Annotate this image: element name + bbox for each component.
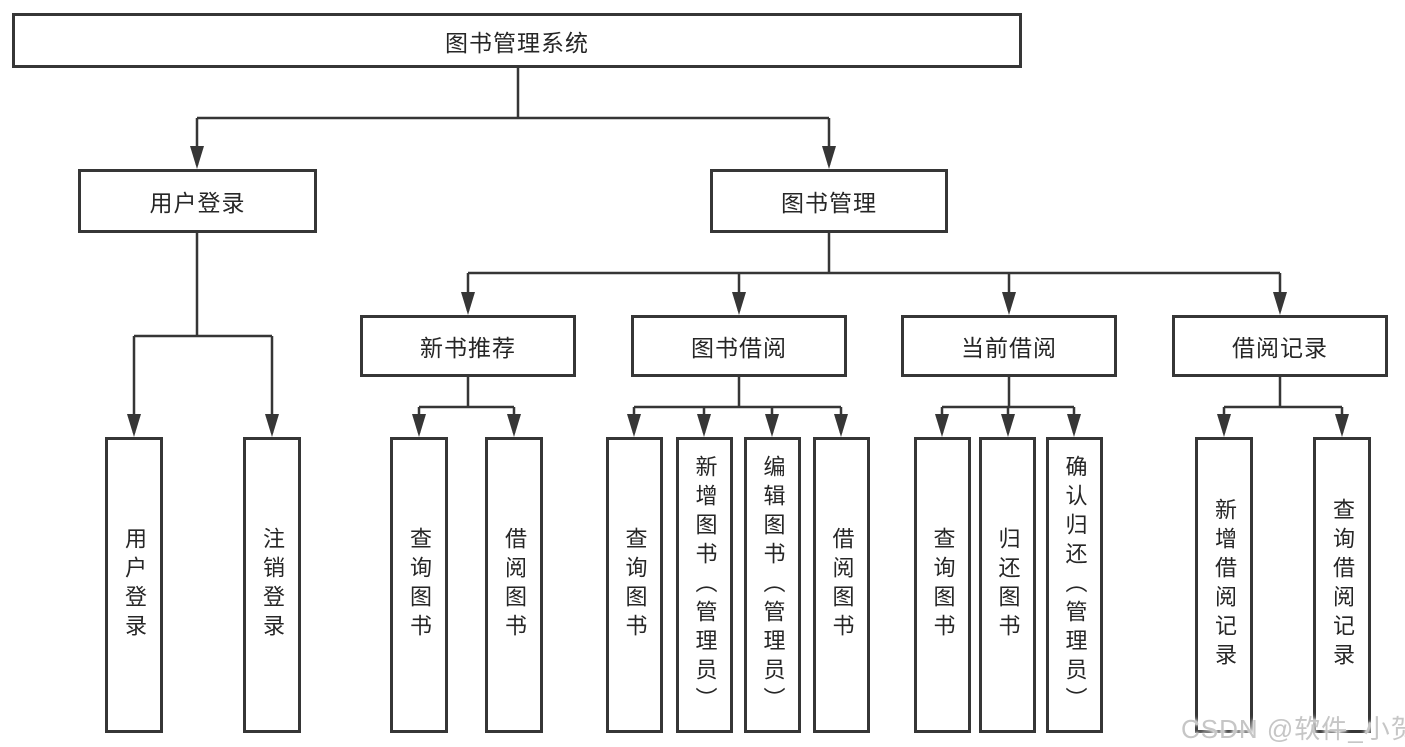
node-user-login: 用户登录 xyxy=(78,169,317,233)
node-current-borrow: 当前借阅 xyxy=(901,315,1117,377)
root-node-library-system: 图书管理系统 xyxy=(12,13,1022,68)
node-new-book-recommend: 新书推荐 xyxy=(360,315,576,377)
leaf-edit-book-admin: 编辑图书（管理员） xyxy=(744,437,801,733)
leaf-add-book-admin: 新增图书（管理员） xyxy=(676,437,733,733)
leaf-borrow-books: 借阅图书 xyxy=(813,437,870,733)
leaf-confirm-return-admin: 确认归还（管理员） xyxy=(1046,437,1103,733)
node-borrow-records: 借阅记录 xyxy=(1172,315,1388,377)
leaf-borrow-books-recommend: 借阅图书 xyxy=(485,437,543,733)
leaf-query-books-recommend: 查询图书 xyxy=(390,437,448,733)
csdn-watermark: CSDN @软件_小贺同学 xyxy=(1181,714,1405,744)
leaf-return-book: 归还图书 xyxy=(979,437,1036,733)
leaf-query-books-borrow: 查询图书 xyxy=(606,437,663,733)
node-book-management: 图书管理 xyxy=(710,169,948,233)
node-book-borrow: 图书借阅 xyxy=(631,315,847,377)
leaf-query-borrow-record: 查询借阅记录 xyxy=(1313,437,1371,733)
leaf-query-books-current: 查询图书 xyxy=(914,437,971,733)
leaf-logout: 注销登录 xyxy=(243,437,301,733)
leaf-user-login: 用户登录 xyxy=(105,437,163,733)
leaf-add-borrow-record: 新增借阅记录 xyxy=(1195,437,1253,733)
